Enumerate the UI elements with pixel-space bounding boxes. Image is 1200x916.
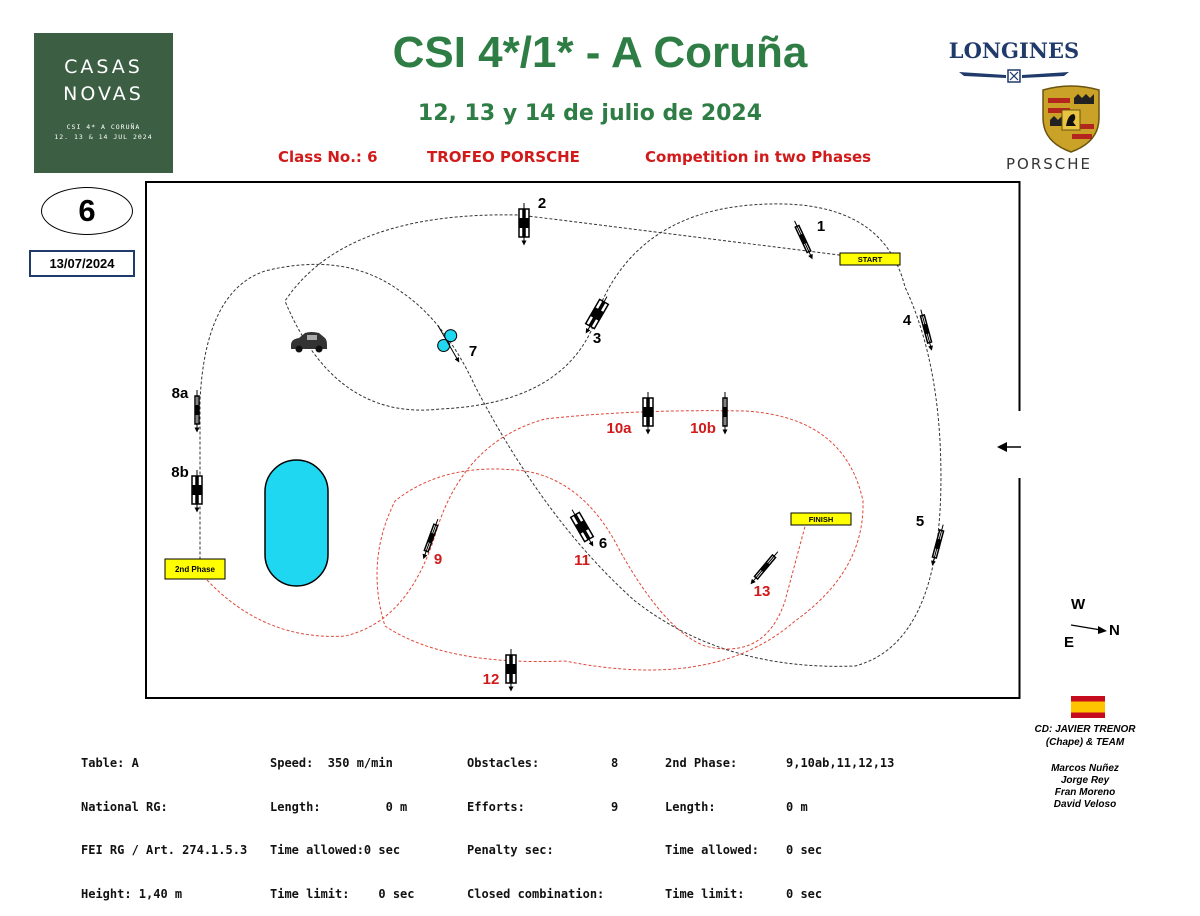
obstacle-number-13: 13 (754, 583, 771, 600)
obstacle-number-11: 11 (574, 552, 590, 569)
fence-1 (794, 220, 813, 260)
info-penalty-label: Penalty sec: (467, 843, 554, 857)
course-designer: CD: JAVIER TRENOR (1034, 724, 1136, 735)
obstacle-number-9: 9 (434, 551, 442, 568)
info-col1: Table: A National RG: FEI RG / Art. 274.… (81, 727, 247, 916)
info-closed-combination-label: Closed combination: (467, 886, 605, 901)
info-col4-labels: 2nd Phase: Length: Time allowed: Time li… (665, 727, 759, 916)
info-second-time-limit-value: 0 sec (786, 886, 823, 901)
start-label-text: START (858, 255, 883, 264)
porsche-wordmark: PORSCHE (1006, 155, 1093, 173)
obstacle-number-7: 7 (469, 343, 477, 360)
obstacle-number-12: 12 (483, 671, 500, 688)
info-second-time-allowed-value: 0 sec (786, 843, 823, 857)
info-fei-rg: FEI RG / Art. 274.1.5.3 (81, 843, 248, 857)
obstacle-number-1: 1 (817, 218, 825, 235)
fence-8a (194, 390, 200, 433)
compass-east: E (1064, 634, 1075, 651)
info-col2: Speed: 350 m/min Length: 0 m Time allowe… (270, 727, 415, 916)
info-time-allowed: Time allowed:0 sec (270, 843, 401, 857)
obstacle-number-2: 2 (538, 195, 546, 212)
team-member: Jorge Rey (1060, 775, 1110, 786)
team-member: David Veloso (1053, 799, 1117, 810)
water-pool (264, 459, 329, 587)
info-second-length-value: 0 m (786, 799, 808, 814)
event-dates: 12, 13 y 14 de julio de 2024 (417, 101, 763, 126)
info-second-time-limit-label: Time limit: (665, 886, 745, 901)
start-label: START (839, 252, 901, 266)
logo-line1: CASAS (64, 56, 143, 78)
class-number-label: Class No.: 6 (278, 148, 378, 166)
finish-label: FINISH (790, 512, 852, 526)
fence-6 (569, 509, 595, 547)
fence-8b (191, 470, 203, 513)
fence-4 (919, 309, 933, 351)
second-phase-label: 2nd Phase (164, 558, 226, 580)
fence-3 (584, 296, 610, 334)
info-col3-labels: Obstacles: Efforts: Penalty sec: Closed … (467, 727, 604, 916)
phase1-route (199, 203, 942, 667)
phase2-route (206, 410, 864, 671)
car-icon (291, 332, 327, 353)
class-number-badge: 6 (41, 187, 133, 235)
obstacle-number-4: 4 (903, 312, 912, 329)
trophy-label: TROFEO PORSCHE (427, 148, 580, 166)
info-obstacles-value: 8 (611, 756, 619, 770)
info-col3-values: 8 9 (611, 727, 625, 829)
fence-7 (437, 325, 460, 363)
info-time-limit: Time limit: 0 sec (270, 886, 415, 901)
second-phase-label-text: 2nd Phase (175, 565, 216, 574)
obstacle-number-8a: 8a (172, 385, 189, 402)
gate-arrow-icon (997, 442, 1021, 452)
obstacle-number-3: 3 (593, 330, 601, 347)
porsche-crest-icon (1042, 85, 1100, 153)
team-member: Marcos Nuñez (1051, 763, 1119, 774)
event-title: CSI 4*/1* - A Coruña (392, 28, 808, 77)
casas-novas-logo: CASAS NOVAS CSI 4* A CORUÑA 12. 13 & 14 … (34, 33, 173, 173)
info-table: Table: A (81, 756, 139, 770)
info-obstacles-label: Obstacles: (467, 756, 540, 770)
info-col4-values: 9,10ab,11,12,13 0 m 0 sec 0 sec (786, 727, 894, 916)
info-efforts-value: 9 (611, 799, 619, 814)
info-second-phase-value: 9,10ab,11,12,13 (786, 756, 895, 770)
team-member: Fran Moreno (1054, 787, 1116, 798)
compass-arrow-icon (1070, 624, 1107, 634)
info-length: Length: 0 m (270, 799, 408, 814)
fence-13 (750, 551, 779, 585)
obstacle-number-10b: 10b (690, 420, 716, 437)
fence-10b (722, 392, 728, 435)
arena-border (145, 181, 1021, 699)
logo-sub2: 12. 13 & 14 JUL 2024 (54, 133, 153, 141)
logo-line2: NOVAS (63, 83, 144, 105)
obstacle-number-8b: 8b (171, 464, 189, 481)
longines-wings-icon (959, 69, 1069, 83)
competition-type-label: Competition in two Phases (645, 148, 872, 166)
finish-label-text: FINISH (809, 515, 834, 524)
compass-west: W (1071, 596, 1086, 613)
compass-north: N (1109, 622, 1120, 639)
fence-10a (642, 392, 654, 435)
course-designer-team: (Chape) & TEAM (1045, 737, 1125, 748)
info-national-rg: National RG: (81, 799, 168, 814)
fence-2 (518, 203, 530, 246)
info-speed: Speed: 350 m/min (270, 756, 393, 770)
class-date: 13/07/2024 (29, 250, 135, 277)
info-second-phase-label: 2nd Phase: (665, 756, 738, 770)
fence-12 (505, 649, 517, 692)
longines-logo: LONGINES (938, 38, 1090, 88)
info-efforts-label: Efforts: (467, 799, 525, 814)
spain-flag-icon (1071, 696, 1105, 718)
fence-9 (422, 519, 439, 560)
info-second-length-label: Length: (665, 799, 716, 814)
logo-sub1: CSI 4* A CORUÑA (66, 123, 141, 131)
fence-5 (931, 524, 945, 566)
obstacle-number-5: 5 (916, 513, 924, 530)
info-height: Height: 1,40 m (81, 886, 183, 901)
obstacle-number-10a: 10a (606, 420, 632, 437)
longines-wordmark: LONGINES (948, 38, 1080, 63)
obstacle-number-6: 6 (599, 535, 607, 552)
info-second-time-allowed-label: Time allowed: (665, 843, 759, 857)
